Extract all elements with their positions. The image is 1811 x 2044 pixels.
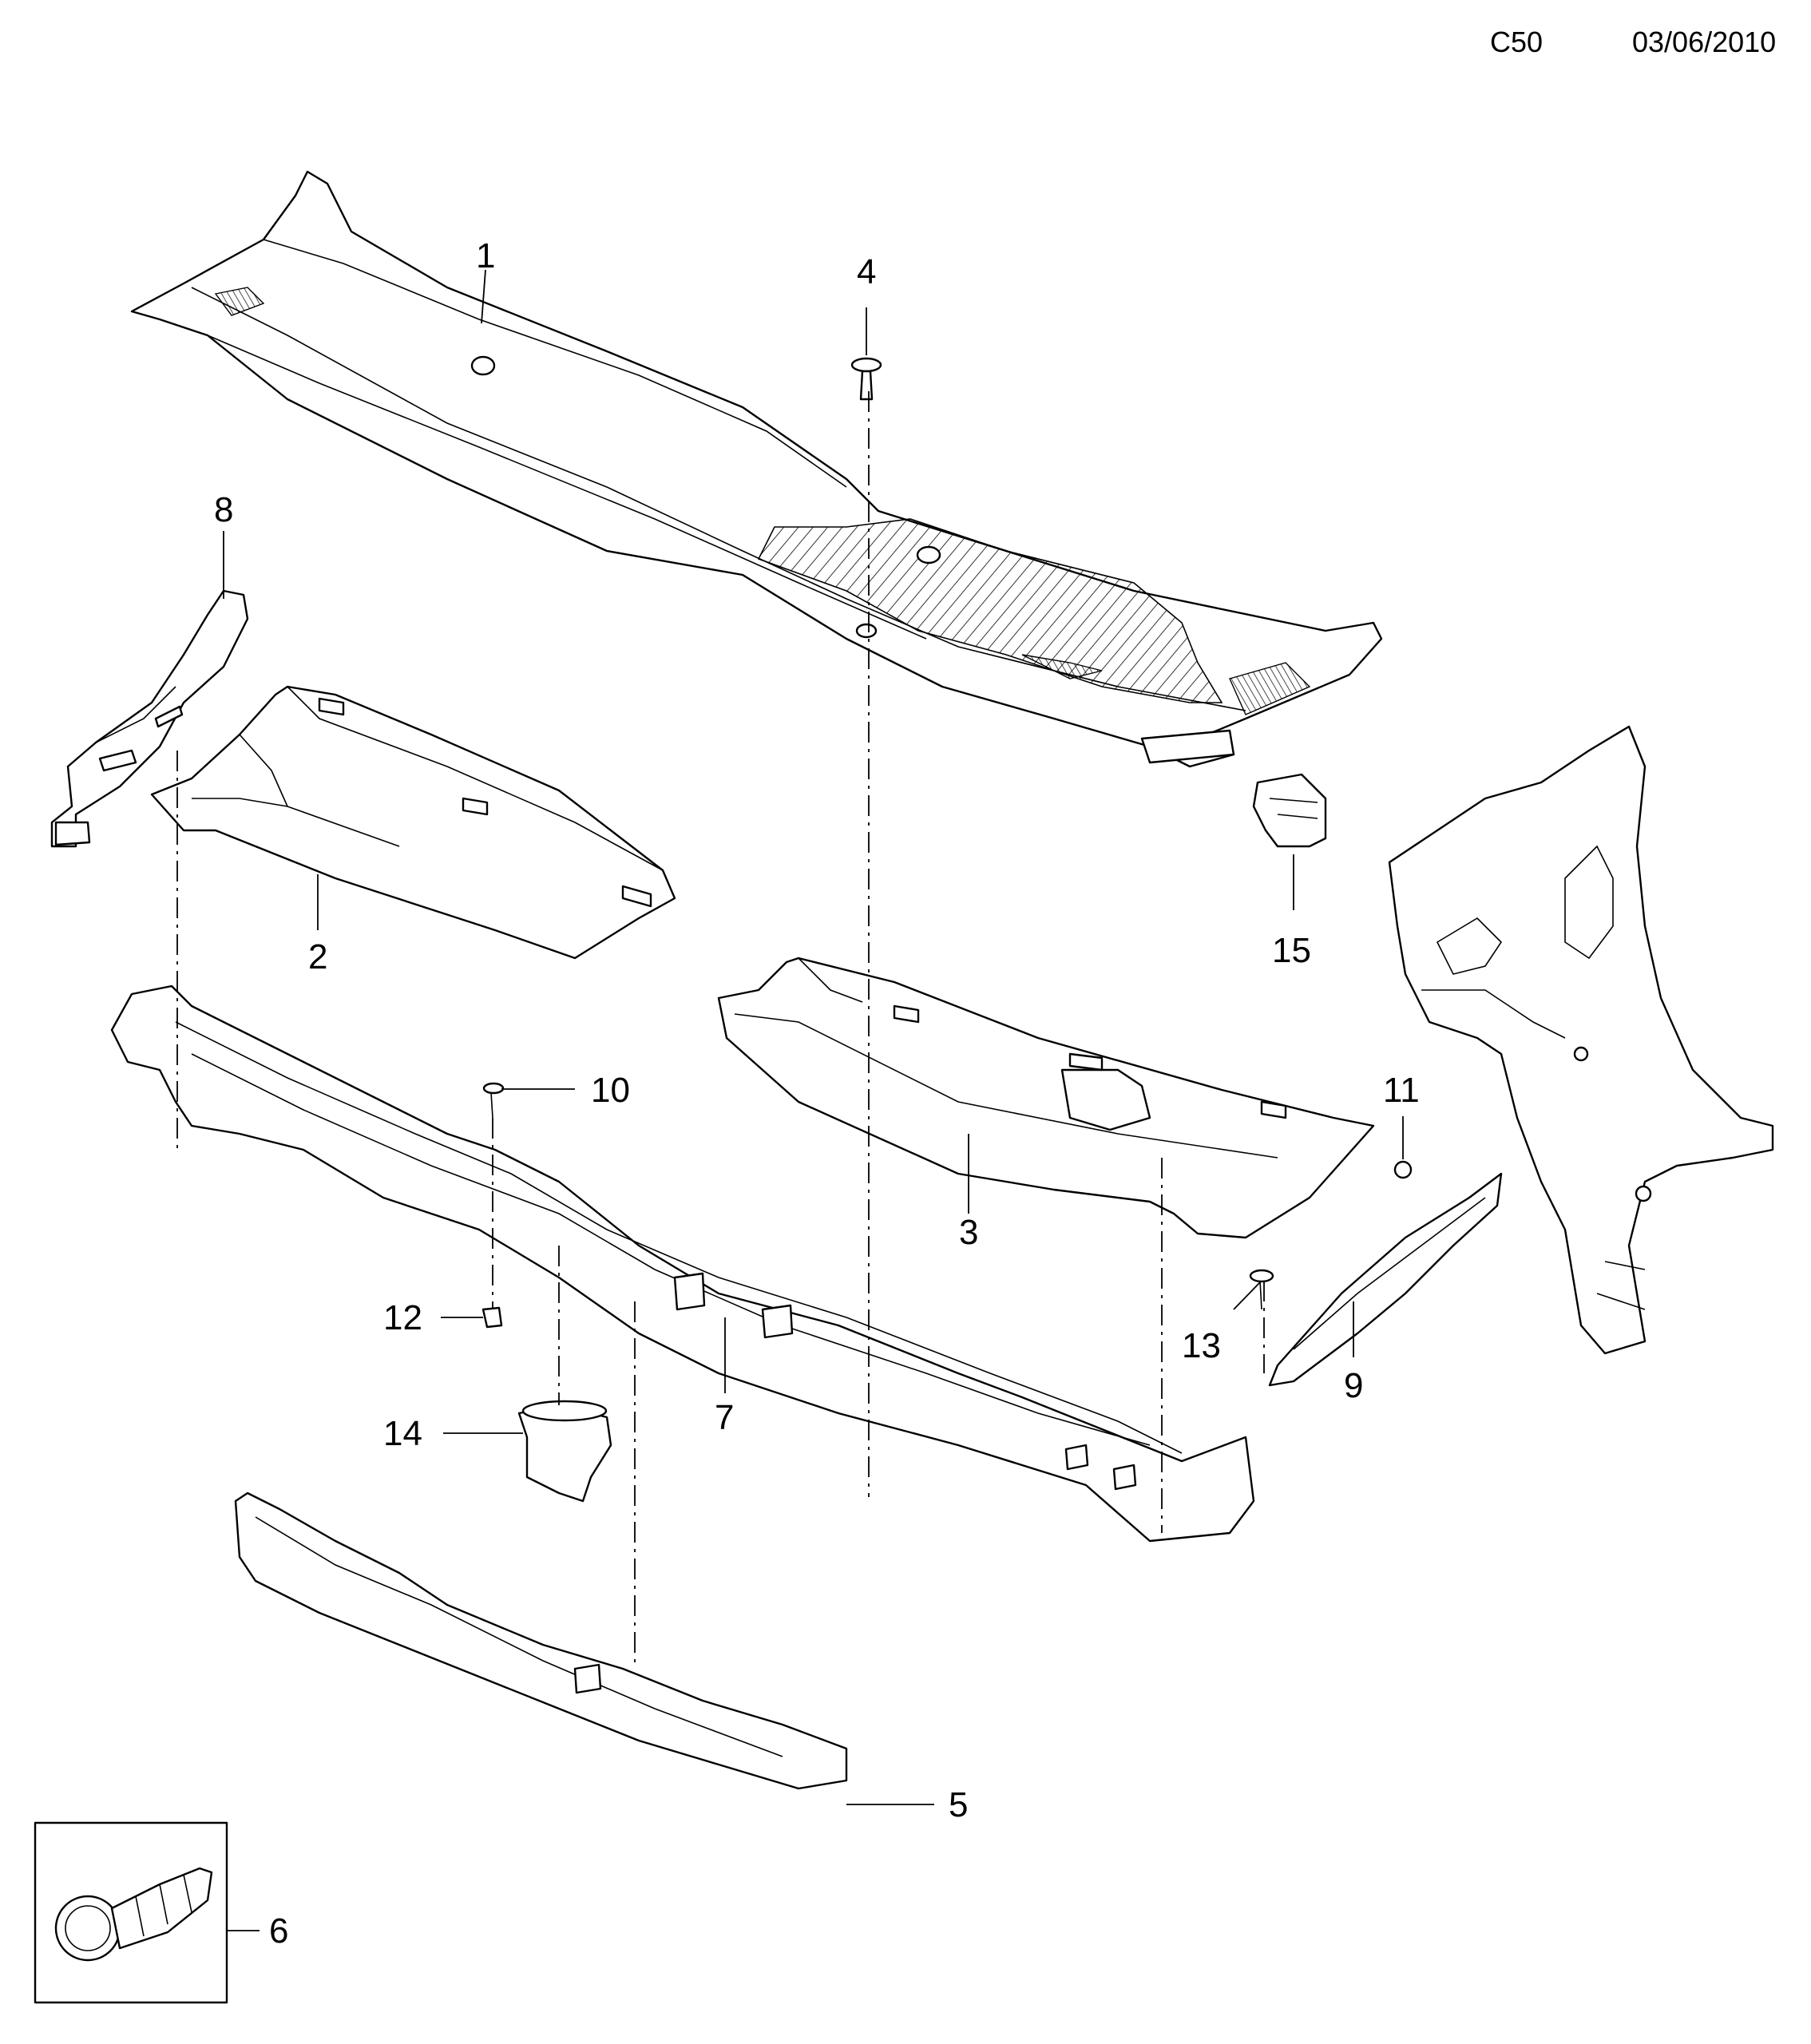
callout-3: 3 [959,1213,978,1252]
part-12-clip [481,1306,503,1329]
sheet-date: 03/06/2010 [1632,26,1777,58]
part-6-screw-box [34,1821,228,2004]
callout-11: 11 [1383,1071,1420,1110]
leader-lines [223,269,1404,1931]
callout-13: 13 [1182,1326,1221,1365]
callout-10: 10 [591,1071,630,1110]
part-2-left-cowl [150,685,676,960]
part-14-drain-funnel [517,1400,612,1503]
part-15-grommet [1252,773,1327,848]
part-10-clip [482,1082,505,1119]
part-8-left-bracket [50,589,249,848]
body-side-panel [1388,725,1774,1355]
alignment-lines [176,391,1265,1665]
part-4-clip [850,357,882,401]
callout-14: 14 [383,1414,422,1453]
part-3-right-cowl [717,957,1375,1239]
part-9-right-bracket [1268,1172,1503,1387]
part-13-clip [1249,1269,1274,1310]
callout-5: 5 [949,1785,968,1824]
callout-labels: 1 2 3 4 5 6 7 8 9 10 11 12 13 14 15 [214,236,1420,1951]
callout-7: 7 [715,1398,734,1437]
part-5-lower-bar [234,1491,848,1790]
callout-12: 12 [383,1298,422,1337]
part-7-cross-member [110,984,1255,1543]
part-11-nut [1393,1160,1413,1179]
callout-9: 9 [1344,1366,1363,1405]
callout-8: 8 [214,490,233,529]
callout-15: 15 [1272,931,1311,970]
callout-4: 4 [857,252,876,291]
part-1-cowl-panel [130,170,1383,768]
sheet-code: C50 [1490,26,1544,58]
callout-1: 1 [476,236,495,275]
callout-6: 6 [269,1911,288,1951]
callout-2: 2 [308,937,327,976]
